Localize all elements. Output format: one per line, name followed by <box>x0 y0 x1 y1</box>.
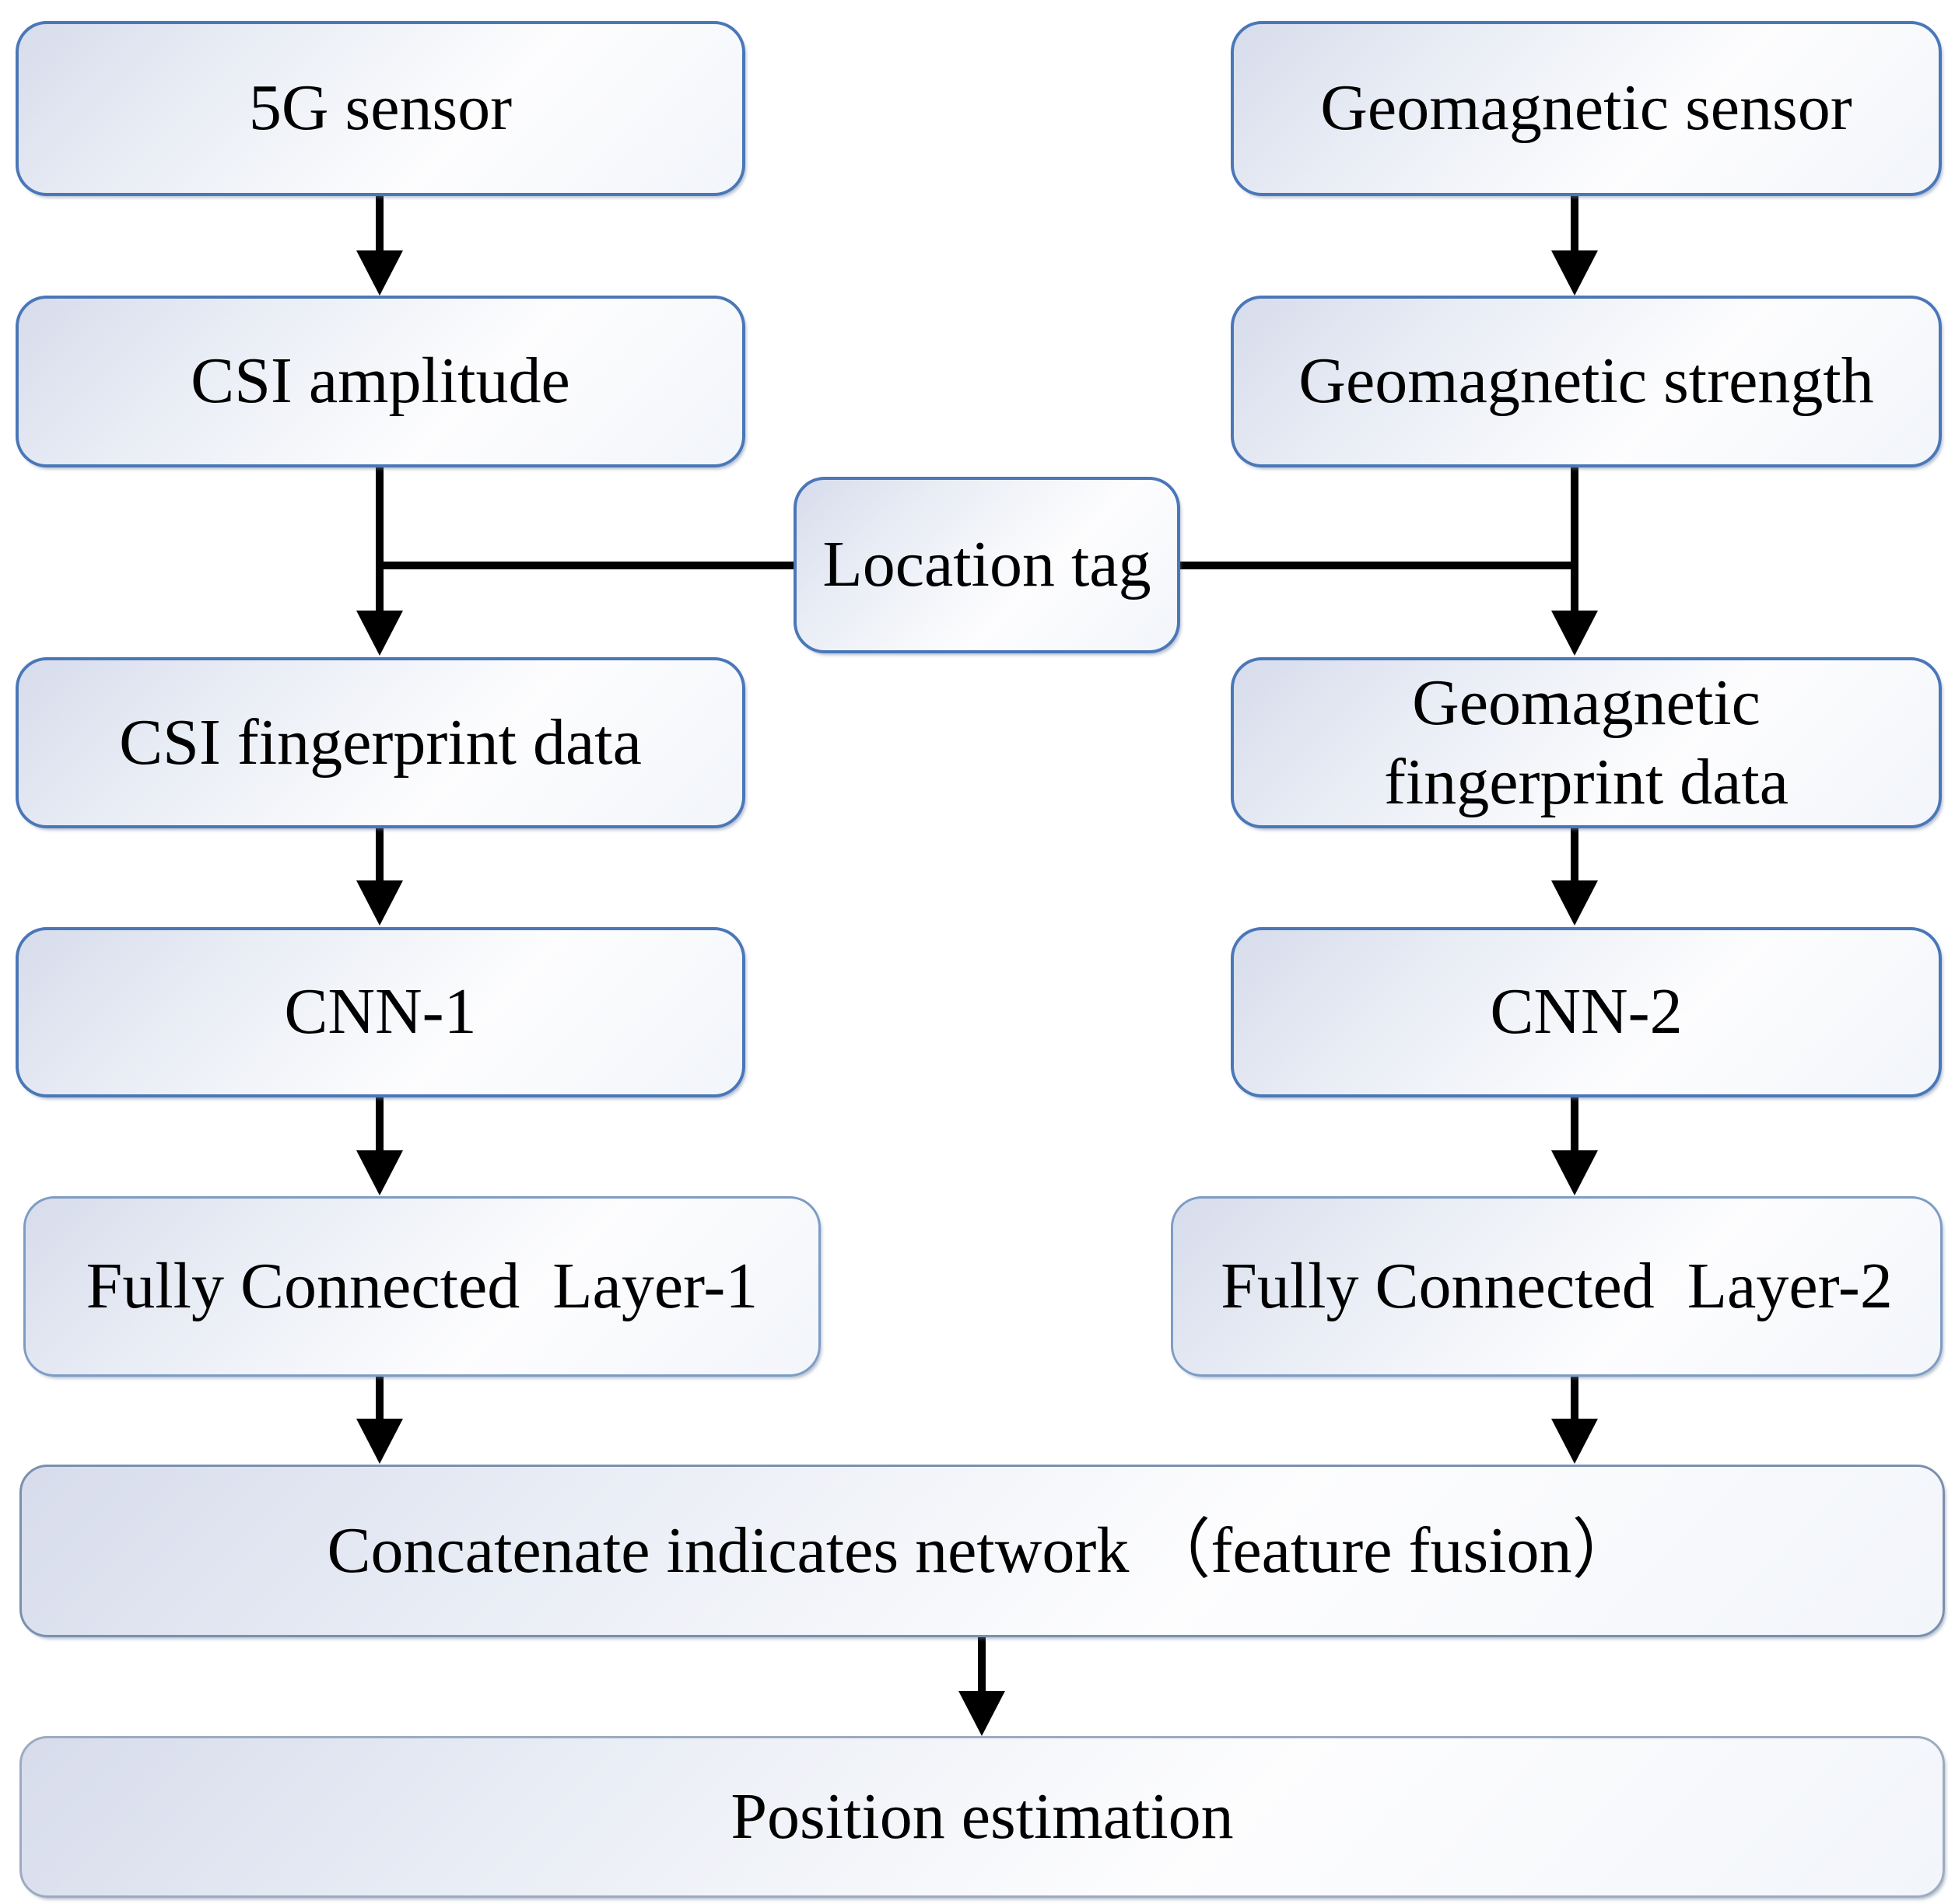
arrowhead-down-icon <box>958 1691 1005 1736</box>
arrow-geo-sensor-to-geo-strength <box>1551 196 1598 296</box>
arrowhead-down-icon <box>356 611 403 656</box>
node-concatenate-feature-fusion-label: Concatenate indicates network （feature f… <box>327 1514 1638 1587</box>
arrow-concatenate-to-position <box>958 1637 1005 1736</box>
node-cnn-2: CNN-2 <box>1231 927 1942 1097</box>
arrow-geo-strength-to-geo-fingerprint <box>1551 467 1598 656</box>
node-csi-fingerprint-data-label: CSI fingerprint data <box>119 705 642 779</box>
node-position-estimation-label: Position estimation <box>730 1780 1234 1853</box>
node-5g-sensor: 5G sensor <box>16 21 745 196</box>
arrowhead-down-icon <box>1551 611 1598 656</box>
arrow-csi-amplitude-to-csi-fingerprint <box>356 467 403 656</box>
node-fully-connected-layer-1: Fully Connected Layer-1 <box>23 1196 821 1377</box>
arrow-fc1-to-concatenate <box>356 1377 403 1464</box>
node-fully-connected-layer-2: Fully Connected Layer-2 <box>1171 1196 1943 1377</box>
node-geomagnetic-sensor-label: Geomagnetic sensor <box>1320 72 1852 145</box>
arrowhead-down-icon <box>356 1150 403 1195</box>
node-5g-sensor-label: 5G sensor <box>248 72 513 145</box>
connector-location-tag-to-geo-line <box>1179 562 1578 569</box>
node-cnn-1: CNN-1 <box>16 927 745 1097</box>
arrowhead-down-icon <box>356 880 403 926</box>
arrow-geo-fingerprint-to-cnn2 <box>1551 828 1598 926</box>
node-geomagnetic-fingerprint-data-label: Geomagnetic fingerprint data <box>1383 666 1789 818</box>
node-geomagnetic-strength: Geomagnetic strength <box>1231 296 1942 467</box>
node-geomagnetic-fingerprint-data: Geomagnetic fingerprint data <box>1231 657 1942 828</box>
node-csi-amplitude: CSI amplitude <box>16 296 745 467</box>
arrowhead-down-icon <box>356 1419 403 1464</box>
node-cnn-2-label: CNN-2 <box>1490 975 1683 1048</box>
arrow-fc2-to-concatenate <box>1551 1377 1598 1464</box>
arrow-csi-fingerprint-to-cnn1 <box>356 828 403 926</box>
node-csi-fingerprint-data: CSI fingerprint data <box>16 657 745 828</box>
arrowhead-down-icon <box>356 250 403 296</box>
arrow-cnn1-to-fc1 <box>356 1097 403 1195</box>
node-geomagnetic-sensor: Geomagnetic sensor <box>1231 21 1942 196</box>
arrow-cnn2-to-fc2 <box>1551 1097 1598 1195</box>
arrow-5g-sensor-to-csi-amplitude <box>356 196 403 296</box>
node-geomagnetic-strength-label: Geomagnetic strength <box>1298 345 1874 418</box>
arrowhead-down-icon <box>1551 250 1598 296</box>
node-position-estimation: Position estimation <box>19 1736 1945 1898</box>
node-concatenate-feature-fusion: Concatenate indicates network （feature f… <box>19 1465 1945 1637</box>
node-location-tag: Location tag <box>794 477 1180 653</box>
node-csi-amplitude-label: CSI amplitude <box>191 345 570 418</box>
arrowhead-down-icon <box>1551 1150 1598 1195</box>
connector-csi-to-location-tag-line <box>376 562 795 569</box>
node-location-tag-label: Location tag <box>822 528 1151 601</box>
arrowhead-down-icon <box>1551 1419 1598 1464</box>
node-fully-connected-layer-1-label: Fully Connected Layer-1 <box>86 1249 759 1322</box>
node-cnn-1-label: CNN-1 <box>284 975 477 1048</box>
arrowhead-down-icon <box>1551 880 1598 926</box>
node-fully-connected-layer-2-label: Fully Connected Layer-2 <box>1221 1249 1893 1322</box>
